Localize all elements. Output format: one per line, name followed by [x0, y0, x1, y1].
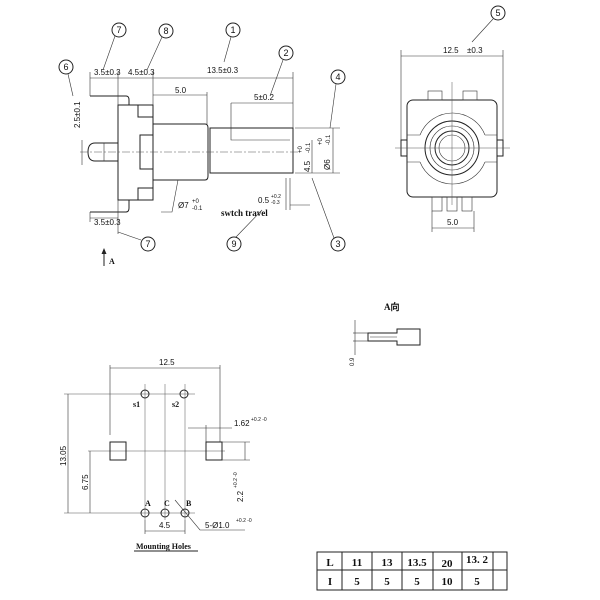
dim-pitch: 4.5: [159, 521, 171, 530]
table-row: L 11 13 13.5 20 13. 2: [326, 554, 488, 570]
svg-text:2: 2: [283, 48, 288, 58]
top-bracket: [90, 95, 130, 105]
hole-c: [160, 508, 170, 518]
dim-total: 13.5±0.3: [207, 66, 239, 75]
view-arrow-label: A: [109, 257, 115, 266]
dim-mount-height: 13.05: [59, 445, 68, 466]
hole-a: [140, 508, 150, 518]
dim-front-width: 12.5: [443, 46, 459, 55]
side-view: 3.5±0.3 4.5±0.3 13.5±0.3 5.0 5±0.2 2.5±0…: [58, 22, 346, 266]
svg-text:-0.3: -0.3: [271, 200, 280, 206]
svg-text:+0.2 -0: +0.2 -0: [236, 518, 252, 524]
hole-s2: [179, 389, 189, 399]
svg-text:11: 11: [352, 557, 362, 569]
svg-text:13. 2: 13. 2: [466, 554, 489, 566]
dim-shaft-flat: 5±0.2: [254, 93, 275, 102]
svg-text:5: 5: [384, 576, 390, 588]
svg-text:L: L: [326, 557, 333, 569]
svg-text:8: 8: [163, 26, 168, 36]
balloon-9: 9: [226, 236, 242, 252]
balloon-6: 6: [58, 59, 74, 75]
table-row: I 5 5 5 10 5: [328, 576, 480, 588]
svg-text:-0.1: -0.1: [326, 134, 332, 145]
hole-s1: [140, 389, 150, 399]
housing-body: [117, 104, 154, 201]
svg-text:C: C: [164, 499, 170, 508]
dimension-table: L 11 13 13.5 20 13. 2 I 5 5 5 10 5: [316, 551, 508, 591]
svg-text:I: I: [328, 576, 332, 588]
balloon-5: 5: [490, 5, 506, 21]
svg-text:6: 6: [63, 62, 68, 72]
dim-tab-height: 2.2: [236, 490, 245, 502]
dim-tab-width: 1.62: [234, 419, 250, 428]
svg-text:4: 4: [335, 72, 340, 82]
svg-text:-0.1: -0.1: [192, 206, 203, 212]
mounting-holes-title: Mounting Holes: [136, 542, 191, 551]
svg-text:B: B: [186, 499, 192, 508]
svg-text:10: 10: [442, 576, 454, 588]
svg-text:20: 20: [442, 558, 454, 570]
svg-text:A: A: [145, 499, 151, 508]
bottom-bracket: [90, 200, 130, 213]
dim-center-height: 6.75: [81, 474, 90, 490]
a-view-title: A向: [384, 301, 400, 312]
svg-text:+0: +0: [192, 199, 200, 205]
hole-spec: 5-Ø1.0: [205, 521, 230, 530]
tab-slot-left: [109, 441, 127, 461]
svg-text:3: 3: [335, 239, 340, 249]
dim-bushing-dia: Ø7: [178, 201, 189, 210]
hole-b: [180, 508, 190, 518]
switch-travel-label: swtch travel: [221, 208, 268, 218]
dim-pin-pitch: 5.0: [447, 218, 459, 227]
svg-text:5: 5: [495, 8, 500, 18]
svg-text:5: 5: [474, 576, 480, 588]
dim-bushing: 5.0: [175, 86, 187, 95]
balloon-3: 3: [330, 236, 346, 252]
tab-slot-right: [205, 441, 223, 461]
dim-travel: 0.5: [258, 196, 270, 205]
svg-text:-0.1: -0.1: [306, 142, 312, 153]
dim-a-view: 0.9: [350, 357, 356, 366]
dim-pin-height: 2.5±0.1: [73, 101, 82, 128]
balloon-4: 4: [330, 69, 346, 85]
front-view: 12.5 ±0.3 5.0 5: [395, 5, 510, 232]
svg-text:9: 9: [231, 239, 236, 249]
svg-text:7: 7: [145, 239, 150, 249]
svg-text:+0: +0: [318, 137, 324, 145]
balloon-7-bottom: 7: [140, 236, 156, 252]
svg-text:5: 5: [354, 576, 360, 588]
svg-text:s1: s1: [133, 400, 140, 409]
dim-shaft-dia: Ø6: [323, 159, 332, 170]
balloon-1: 1: [225, 22, 241, 38]
dim-mount-width: 12.5: [159, 358, 175, 367]
svg-text:13.5: 13.5: [407, 557, 427, 569]
dim-front-width-tol: ±0.3: [467, 46, 483, 55]
shaft: [209, 127, 294, 174]
svg-text:+0.2 -0: +0.2 -0: [233, 472, 239, 488]
balloon-7-top: 7: [111, 22, 127, 38]
svg-text:1: 1: [230, 25, 235, 35]
dim-bracket-top: 3.5±0.3: [94, 68, 121, 77]
svg-text:5: 5: [414, 576, 420, 588]
svg-text:7: 7: [116, 25, 121, 35]
svg-text:s2: s2: [172, 400, 179, 409]
svg-text:+0.2 -0: +0.2 -0: [251, 417, 267, 423]
mounting-holes-view: s1 s2 A C B 12.5 13.05 6.75 4.5 1.62 +0.…: [59, 358, 267, 552]
svg-text:13: 13: [382, 557, 394, 569]
dim-flat-dia: 4.5: [303, 160, 312, 172]
dim-bracket-bottom: 3.5±0.3: [94, 218, 121, 227]
svg-text:+0: +0: [298, 145, 304, 153]
svg-text:+0.2: +0.2: [271, 194, 281, 200]
a-view: A向 0.9: [350, 301, 421, 366]
balloon-2: 2: [278, 45, 294, 61]
dim-body: 4.5±0.3: [128, 68, 155, 77]
balloon-8: 8: [158, 23, 174, 39]
